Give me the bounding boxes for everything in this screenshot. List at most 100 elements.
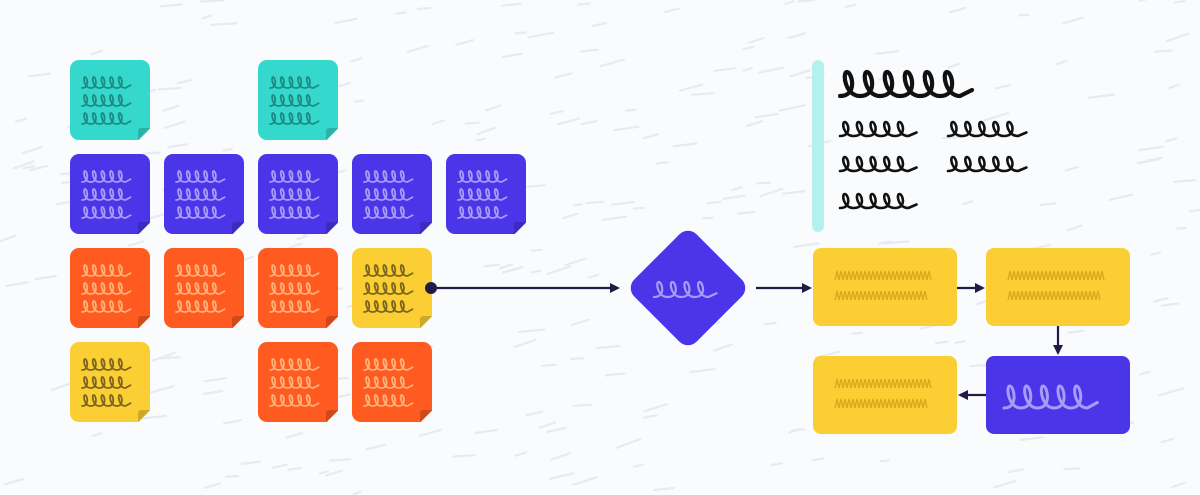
texture-stroke bbox=[28, 72, 51, 78]
texture-stroke bbox=[549, 110, 564, 115]
scribble-line bbox=[1002, 384, 1099, 410]
texture-stroke bbox=[742, 45, 754, 51]
texture-stroke bbox=[577, 2, 591, 6]
handwritten-word bbox=[838, 192, 918, 210]
texture-stroke bbox=[499, 263, 514, 270]
process-block-2[interactable] bbox=[986, 248, 1130, 326]
note-scribble bbox=[175, 170, 226, 219]
texture-stroke bbox=[844, 3, 857, 9]
texture-stroke bbox=[624, 108, 637, 112]
texture-stroke bbox=[271, 463, 288, 469]
decision-scribble bbox=[652, 280, 718, 299]
handwritten-word bbox=[837, 69, 975, 99]
sticky-note-orange[interactable] bbox=[352, 342, 432, 422]
texture-stroke bbox=[501, 266, 524, 274]
scribble-line bbox=[175, 170, 226, 183]
texture-stroke bbox=[550, 451, 572, 461]
scribble-line bbox=[363, 300, 414, 313]
texture-stroke bbox=[689, 367, 716, 374]
texture-stroke bbox=[642, 414, 658, 419]
texture-stroke bbox=[5, 281, 29, 287]
texture-stroke bbox=[167, 143, 189, 149]
sticky-note-yellow[interactable] bbox=[352, 248, 432, 328]
texture-stroke bbox=[91, 431, 103, 438]
texture-stroke bbox=[561, 212, 579, 220]
texture-stroke bbox=[15, 117, 28, 123]
texture-stroke bbox=[934, 340, 949, 345]
texture-stroke bbox=[1055, 60, 1068, 66]
scribble-line bbox=[457, 206, 508, 219]
texture-stroke bbox=[142, 414, 167, 420]
annotation-accent-bar bbox=[812, 60, 824, 232]
texture-stroke bbox=[851, 331, 863, 335]
scribble-line bbox=[175, 188, 226, 201]
texture-stroke bbox=[947, 62, 961, 69]
scribble-line bbox=[363, 170, 414, 183]
sticky-note-orange[interactable] bbox=[164, 248, 244, 328]
texture-stroke bbox=[203, 377, 228, 383]
sticky-note-blue[interactable] bbox=[70, 154, 150, 234]
scribble-line bbox=[269, 300, 320, 313]
texture-stroke bbox=[334, 17, 359, 25]
texture-stroke bbox=[1165, 137, 1178, 143]
texture-stroke bbox=[789, 69, 812, 78]
texture-stroke bbox=[142, 151, 161, 155]
texture-stroke bbox=[22, 165, 36, 170]
sticky-note-orange[interactable] bbox=[258, 342, 338, 422]
sticky-note-blue[interactable] bbox=[164, 154, 244, 234]
texture-stroke bbox=[329, 458, 352, 462]
texture-stroke bbox=[1173, 0, 1186, 4]
texture-stroke bbox=[201, 14, 213, 20]
sticky-note-orange[interactable] bbox=[258, 248, 338, 328]
texture-stroke bbox=[722, 194, 747, 200]
texture-stroke bbox=[222, 147, 234, 152]
texture-stroke bbox=[784, 0, 795, 5]
scribble-line bbox=[175, 282, 226, 295]
texture-stroke bbox=[352, 490, 363, 495]
sticky-note-orange[interactable] bbox=[70, 248, 150, 328]
texture-stroke bbox=[1153, 49, 1173, 54]
texture-stroke bbox=[1108, 193, 1134, 201]
texture-stroke bbox=[879, 459, 891, 463]
process-block-4[interactable] bbox=[813, 356, 957, 434]
texture-stroke bbox=[199, 0, 225, 3]
sticky-note-blue[interactable] bbox=[258, 154, 338, 234]
handwritten-annotation bbox=[837, 69, 1028, 210]
texture-stroke bbox=[713, 343, 734, 352]
sticky-note-blue[interactable] bbox=[446, 154, 526, 234]
process-block-3[interactable] bbox=[986, 356, 1130, 434]
scribble-line bbox=[269, 188, 320, 201]
texture-stroke bbox=[554, 72, 573, 79]
block-content bbox=[834, 270, 932, 301]
sticky-note-teal[interactable] bbox=[70, 60, 150, 140]
texture-stroke bbox=[601, 215, 628, 221]
texture-stroke bbox=[1150, 251, 1161, 256]
texture-stroke bbox=[701, 216, 714, 220]
texture-stroke bbox=[585, 200, 605, 205]
texture-stroke bbox=[587, 273, 600, 279]
texture-stroke bbox=[549, 472, 575, 480]
scribble-line bbox=[269, 94, 320, 107]
scribble-line bbox=[363, 264, 414, 277]
texture-stroke bbox=[763, 321, 777, 326]
scribble-line bbox=[457, 188, 508, 201]
sticky-note-teal[interactable] bbox=[258, 60, 338, 140]
texture-stroke bbox=[501, 2, 522, 7]
sticky-note-blue[interactable] bbox=[352, 154, 432, 234]
texture-stroke bbox=[476, 126, 497, 136]
scribble-line bbox=[81, 282, 132, 295]
texture-stroke bbox=[159, 3, 183, 8]
process-block-1[interactable] bbox=[813, 248, 957, 326]
texture-stroke bbox=[572, 403, 593, 407]
note-scribble bbox=[363, 170, 414, 219]
note-scribble bbox=[269, 170, 320, 219]
texture-stroke bbox=[12, 160, 35, 170]
texture-stroke bbox=[604, 372, 626, 377]
handwritten-word bbox=[838, 120, 918, 138]
scribble-line bbox=[81, 188, 132, 201]
texture-stroke bbox=[771, 462, 783, 466]
texture-stroke bbox=[564, 257, 586, 267]
sticky-note-yellow[interactable] bbox=[70, 342, 150, 422]
texture-stroke bbox=[811, 457, 825, 462]
texture-stroke bbox=[287, 466, 302, 471]
